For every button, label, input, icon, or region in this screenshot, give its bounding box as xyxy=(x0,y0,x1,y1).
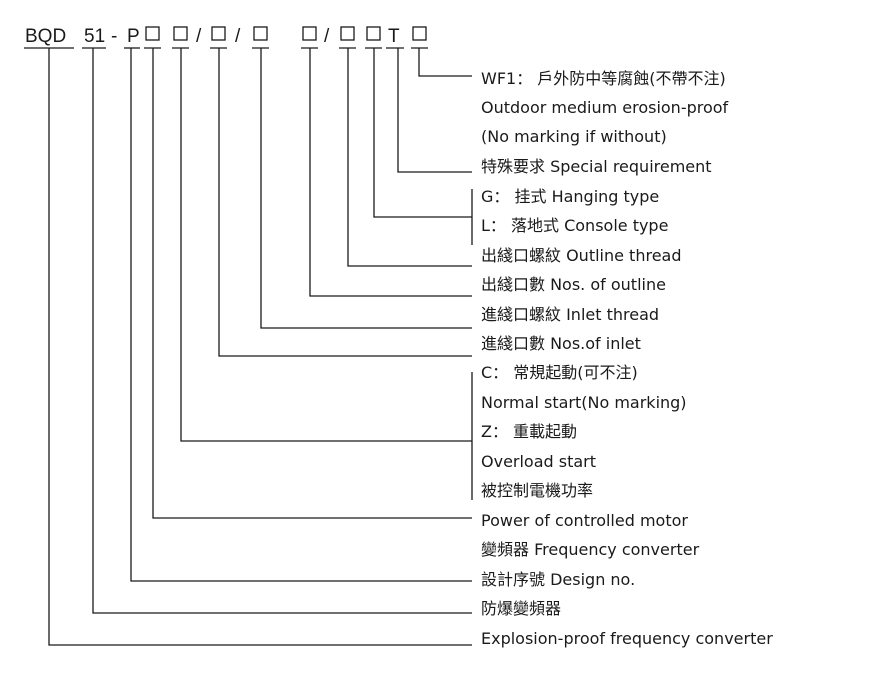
code-slash-3: / xyxy=(324,26,330,47)
label-console: L： 落地式 Console type xyxy=(481,216,668,235)
label-hanging: G： 挂式 Hanging type xyxy=(481,187,659,206)
leader-explosion xyxy=(92,48,472,614)
label-normal-start: Normal start(No marking) xyxy=(481,393,687,412)
code-bqd: BQD xyxy=(25,26,66,47)
labels: WF1： 戶外防中等腐蝕(不帶不注) Outdoor medium erosio… xyxy=(481,69,773,648)
leader-inlet-nos xyxy=(218,48,472,357)
leader-special xyxy=(397,48,472,173)
label-inlet-thread: 進綫口螺紋 Inlet thread xyxy=(481,305,659,324)
code-51: 51 xyxy=(84,26,105,47)
code-t: T xyxy=(388,26,400,47)
label-special: 特殊要求 Special requirement xyxy=(481,157,712,176)
code-box-outlet-nos xyxy=(302,26,317,41)
label-no-marking: (No marking if without) xyxy=(481,127,667,146)
code-box-inlet-thread xyxy=(253,26,268,41)
label-wf1: WF1： 戶外防中等腐蝕(不帶不注) xyxy=(481,69,726,88)
leader-wf1 xyxy=(418,48,472,77)
leader-bqd xyxy=(48,48,472,646)
label-motor-power: Power of controlled motor xyxy=(481,511,688,530)
code-box-start xyxy=(173,26,188,41)
label-design-no: 設計序號 Design no. xyxy=(481,570,635,589)
label-explosion-cn: 防爆變頻器 xyxy=(481,599,561,618)
label-explosion: Explosion-proof frequency converter xyxy=(481,629,773,648)
code-p: P xyxy=(127,26,140,47)
leader-lines xyxy=(48,48,473,646)
label-inlet-nos: 進綫口數 Nos.of inlet xyxy=(481,334,641,353)
model-code: BQD 51 - P / / / T xyxy=(25,26,427,47)
leader-inlet-thread xyxy=(260,48,472,329)
leader-outline-thread xyxy=(347,48,472,267)
code-box-inlet-nos xyxy=(211,26,226,41)
label-overload-cn: Z： 重載起動 xyxy=(481,422,577,441)
leader-design xyxy=(130,48,472,582)
label-motor-power-cn: 被控制電機功率 xyxy=(481,481,593,500)
label-overload: Overload start xyxy=(481,452,596,471)
code-box-outlet-thread xyxy=(340,26,355,41)
label-normal-start-cn: C： 常規起動(可不注) xyxy=(481,363,638,382)
leader-mount xyxy=(373,48,472,218)
code-slash-2: / xyxy=(235,26,241,47)
code-slash-1: / xyxy=(196,26,202,47)
label-outline-thread: 出綫口螺紋 Outline thread xyxy=(481,246,682,265)
code-box-mount xyxy=(366,26,381,41)
code-box-wf1 xyxy=(412,26,427,41)
code-dash: - xyxy=(111,26,117,47)
leader-start xyxy=(180,48,472,442)
label-outdoor: Outdoor medium erosion-proof xyxy=(481,98,729,117)
leader-power xyxy=(152,48,472,519)
leader-outline-nos xyxy=(309,48,472,297)
label-frequency-converter: 變頻器 Frequency converter xyxy=(481,540,700,559)
label-outline-nos: 出綫口數 Nos. of outline xyxy=(481,275,666,294)
code-box-power xyxy=(145,26,160,41)
